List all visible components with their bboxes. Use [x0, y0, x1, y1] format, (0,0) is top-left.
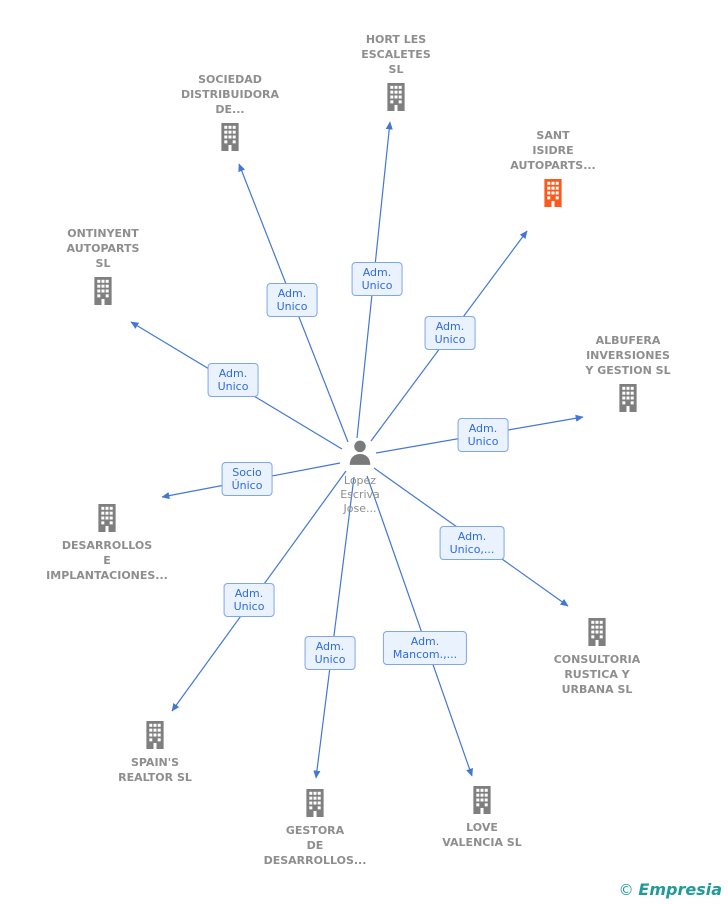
company-label: CONSULTORIA RUSTICA Y URBANA SL: [553, 653, 641, 696]
person-node-lopez-escriva[interactable]: Lopez Escriva Jose...: [295, 438, 425, 516]
relationship-label-adm-unico-spains[interactable]: Adm. Unico: [223, 583, 275, 617]
company-node-consultoria-rustica[interactable]: CONSULTORIA RUSTICA Y URBANA SL: [532, 618, 662, 697]
building-icon-highlighted: [541, 179, 565, 207]
relationship-label-adm-unico-ontinyent[interactable]: Adm. Unico: [207, 363, 259, 397]
brand-name: Empresia: [638, 880, 722, 899]
relationship-label-adm-unico-sociedad[interactable]: Adm. Unico: [266, 283, 318, 317]
building-icon: [470, 786, 494, 814]
company-label: SANT ISIDRE AUTOPARTS...: [510, 129, 596, 172]
copyright-symbol: ©: [618, 881, 634, 899]
company-node-spains-realtor[interactable]: SPAIN'S REALTOR SL: [90, 721, 220, 785]
building-icon: [95, 504, 119, 532]
building-icon: [303, 789, 327, 817]
edge-to-gestora: [313, 476, 355, 779]
person-label: Lopez Escriva Jose...: [340, 474, 380, 515]
relationship-label-adm-unico-consultoria[interactable]: Adm. Unico,...: [439, 526, 505, 560]
building-icon: [384, 83, 408, 111]
relationship-label-socio-unico[interactable]: Socio Único: [221, 462, 273, 496]
building-icon: [585, 618, 609, 646]
company-node-sant-isidre-autoparts[interactable]: SANT ISIDRE AUTOPARTS...: [488, 128, 618, 207]
company-node-love-valencia[interactable]: LOVE VALENCIA SL: [417, 786, 547, 850]
company-node-albufera-inversiones[interactable]: ALBUFERA INVERSIONES Y GESTION SL: [563, 333, 693, 412]
building-icon: [91, 277, 115, 305]
company-label: SOCIEDAD DISTRIBUIDORA DE...: [180, 73, 280, 116]
company-node-sociedad-distribuidora[interactable]: SOCIEDAD DISTRIBUIDORA DE...: [165, 72, 295, 151]
relationship-label-adm-unico-gestora[interactable]: Adm. Unico: [304, 636, 356, 670]
person-icon: [344, 438, 376, 470]
relationship-label-adm-unico-hort[interactable]: Adm. Unico: [351, 262, 403, 296]
company-label: HORT LES ESCALETES SL: [361, 33, 431, 76]
company-node-gestora-de-desarrollos[interactable]: GESTORA DE DESARROLLOS...: [250, 789, 380, 868]
company-label: GESTORA DE DESARROLLOS...: [263, 824, 367, 867]
company-label: LOVE VALENCIA SL: [442, 821, 522, 849]
company-node-ontinyent-autoparts[interactable]: ONTINYENT AUTOPARTS SL: [38, 226, 168, 305]
building-icon: [218, 123, 242, 151]
watermark-logo[interactable]: © Empresia: [619, 880, 722, 899]
company-node-hort-les-escaletes[interactable]: HORT LES ESCALETES SL: [331, 32, 461, 111]
company-label: ONTINYENT AUTOPARTS SL: [66, 227, 140, 270]
edge-to-love-valencia: [366, 475, 473, 777]
relationship-label-adm-unico-albufera[interactable]: Adm. Unico: [457, 418, 509, 452]
company-label: ALBUFERA INVERSIONES Y GESTION SL: [585, 334, 671, 377]
company-label: DESARROLLOS E IMPLANTACIONES...: [46, 539, 168, 582]
company-node-desarrollos-e-implantaciones[interactable]: DESARROLLOS E IMPLANTACIONES...: [42, 504, 172, 583]
building-icon: [616, 384, 640, 412]
company-label: SPAIN'S REALTOR SL: [118, 756, 192, 784]
building-icon: [143, 721, 167, 749]
relationship-label-adm-mancom-love[interactable]: Adm. Mancom.,...: [382, 631, 468, 665]
relationship-label-adm-unico-sant[interactable]: Adm. Unico: [424, 316, 476, 350]
